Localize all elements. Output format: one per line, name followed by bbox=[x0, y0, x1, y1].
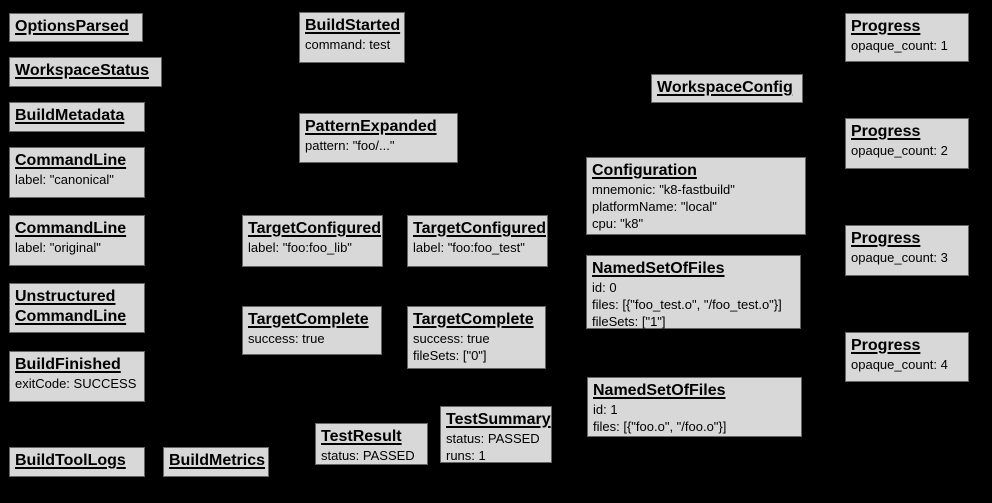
node-title: Unstructured bbox=[15, 288, 116, 305]
event-node-progress-3: Progress opaque_count: 3 bbox=[845, 225, 969, 276]
event-node-configuration: Configuration mnemonic: "k8-fastbuild" pla… bbox=[586, 157, 806, 235]
event-node-build-finished: BuildFinished exitCode: SUCCESS bbox=[9, 351, 145, 402]
event-node-named-set-of-files-0: NamedSetOfFiles id: 0 files: [{"foo_test.o… bbox=[586, 255, 801, 329]
node-detail: opaque_count: 1 bbox=[851, 38, 948, 53]
event-node-test-summary: TestSummary status: PASSED runs: 1 bbox=[440, 406, 552, 463]
node-detail: label: "original" bbox=[15, 240, 101, 255]
node-title: TargetConfigured bbox=[413, 220, 547, 237]
event-node-target-complete-lib: TargetComplete success: true bbox=[242, 306, 382, 355]
node-detail: fileSets: ["0"] bbox=[413, 348, 487, 363]
event-node-build-started: BuildStarted command: test bbox=[299, 12, 405, 63]
node-detail: pattern: "foo/..." bbox=[305, 138, 395, 153]
node-title: TestSummary bbox=[446, 411, 551, 428]
event-node-command-line-canonical: CommandLine label: "canonical" bbox=[9, 147, 145, 198]
node-title: CommandLine bbox=[15, 220, 127, 237]
node-detail: label: "canonical" bbox=[15, 172, 114, 187]
event-node-command-line-original: CommandLine label: "original" bbox=[9, 215, 145, 266]
node-title: NamedSetOfFiles bbox=[593, 382, 726, 399]
event-node-pattern-expanded: PatternExpanded pattern: "foo/..." bbox=[299, 113, 458, 163]
node-title: TargetConfigured bbox=[248, 220, 382, 237]
event-node-workspace-config: WorkspaceConfig bbox=[651, 74, 803, 103]
event-node-named-set-of-files-1: NamedSetOfFiles id: 1 files: [{"foo.o", "/… bbox=[587, 377, 802, 437]
event-node-build-metrics: BuildMetrics bbox=[163, 447, 269, 477]
node-detail: id: 0 bbox=[592, 280, 617, 295]
node-detail: cpu: "k8" bbox=[592, 216, 644, 231]
node-detail: mnemonic: "k8-fastbuild" bbox=[592, 182, 735, 197]
node-title: BuildFinished bbox=[15, 356, 121, 373]
node-title: BuildStarted bbox=[305, 17, 401, 34]
node-detail: fileSets: ["1"] bbox=[592, 314, 666, 329]
node-title: Progress bbox=[851, 123, 921, 140]
node-title: BuildToolLogs bbox=[15, 452, 126, 469]
node-title: PatternExpanded bbox=[305, 118, 437, 135]
node-title: WorkspaceConfig bbox=[657, 79, 793, 96]
node-title: NamedSetOfFiles bbox=[592, 260, 725, 277]
node-detail: files: [{"foo_test.o", "/foo_test.o"}] bbox=[592, 297, 782, 312]
node-detail: success: true bbox=[413, 331, 490, 346]
node-detail: status: PASSED bbox=[446, 431, 540, 446]
event-node-target-configured-foo-test: TargetConfigured label: "foo:foo_test" bbox=[407, 215, 548, 267]
node-title: Progress bbox=[851, 230, 921, 247]
node-detail: exitCode: SUCCESS bbox=[15, 376, 137, 391]
node-title: WorkspaceStatus bbox=[15, 62, 149, 79]
node-title: Progress bbox=[851, 337, 921, 354]
node-detail: opaque_count: 2 bbox=[851, 143, 948, 158]
node-detail: runs: 1 bbox=[446, 448, 486, 463]
node-detail: opaque_count: 3 bbox=[851, 250, 948, 265]
node-title: TargetComplete bbox=[248, 311, 369, 328]
event-node-target-configured-foo-lib: TargetConfigured label: "foo:foo_lib" bbox=[242, 215, 383, 267]
node-detail: success: true bbox=[248, 331, 325, 346]
event-node-progress-4: Progress opaque_count: 4 bbox=[845, 332, 969, 382]
node-detail: id: 1 bbox=[593, 402, 618, 417]
node-detail: opaque_count: 4 bbox=[851, 357, 948, 372]
node-title: TestResult bbox=[321, 428, 402, 445]
node-title: Configuration bbox=[592, 162, 697, 179]
node-title: TargetComplete bbox=[413, 311, 534, 328]
event-node-options-parsed: OptionsParsed bbox=[9, 13, 143, 42]
event-node-progress-1: Progress opaque_count: 1 bbox=[845, 13, 969, 62]
node-detail: platformName: "local" bbox=[592, 199, 717, 214]
node-detail: label: "foo:foo_test" bbox=[413, 240, 525, 255]
node-title: CommandLine bbox=[15, 308, 127, 325]
node-title: Progress bbox=[851, 18, 921, 35]
node-title: CommandLine bbox=[15, 152, 127, 169]
node-detail: status: PASSED bbox=[321, 448, 415, 463]
event-node-progress-2: Progress opaque_count: 2 bbox=[845, 118, 969, 169]
node-title: OptionsParsed bbox=[15, 18, 129, 35]
event-node-test-result: TestResult status: PASSED bbox=[315, 423, 428, 465]
event-node-target-complete-test: TargetComplete success: true fileSets: ["0… bbox=[407, 306, 546, 369]
node-title: BuildMetrics bbox=[169, 452, 266, 469]
event-node-workspace-status: WorkspaceStatus bbox=[9, 57, 162, 87]
event-node-build-metadata: BuildMetadata bbox=[9, 102, 145, 132]
node-detail: label: "foo:foo_lib" bbox=[248, 240, 352, 255]
node-title: BuildMetadata bbox=[15, 107, 125, 124]
node-detail: files: [{"foo.o", "/foo.o"}] bbox=[593, 419, 727, 434]
event-node-build-tool-logs: BuildToolLogs bbox=[9, 447, 145, 477]
node-detail: command: test bbox=[305, 37, 391, 52]
